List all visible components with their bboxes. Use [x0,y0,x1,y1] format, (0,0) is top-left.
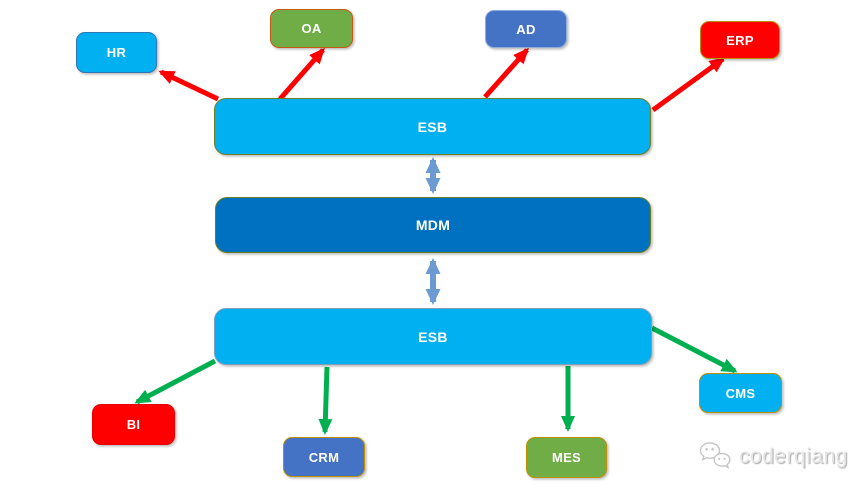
node-bi-label: BI [126,417,141,432]
node-ad: AD [485,10,567,48]
node-erp: ERP [700,21,780,59]
arrow-esb-top-to-hr [158,69,220,102]
node-ad-label: AD [516,21,536,37]
node-esb-bottom: ESB [214,308,652,365]
node-oa-label: OA [301,21,322,36]
node-cms-label: CMS [725,385,756,401]
arrow-esb-bottom-to-cms [650,325,738,374]
node-crm: CRM [283,437,365,477]
node-esb-bottom-label: ESB [418,328,448,345]
watermark-text: coderqiang [739,445,848,468]
node-esb-top-label: ESB [417,118,448,135]
node-hr: HR [76,32,157,73]
node-crm-label: CRM [308,449,340,465]
node-mes-label: MES [551,450,582,465]
node-mdm: MDM [215,197,651,253]
wechat-icon [699,442,731,469]
node-oa: OA [270,9,353,48]
node-esb-top: ESB [214,98,651,155]
node-mes: MES [526,437,607,478]
node-bi: BI [92,404,175,445]
arrow-esb-top-to-oa [278,47,325,101]
arrow-esb-bottom-to-bi [134,358,217,405]
arrow-esb-top-to-erp [651,56,726,113]
node-cms: CMS [699,373,782,413]
node-erp-label: ERP [726,32,754,48]
node-mdm-label: MDM [415,217,451,233]
arrow-esb-top-to-ad [483,47,529,99]
node-hr-label: HR [106,45,127,60]
watermark: coderqiang [698,441,848,473]
arrow-esb-bottom-to-crm [318,366,333,435]
